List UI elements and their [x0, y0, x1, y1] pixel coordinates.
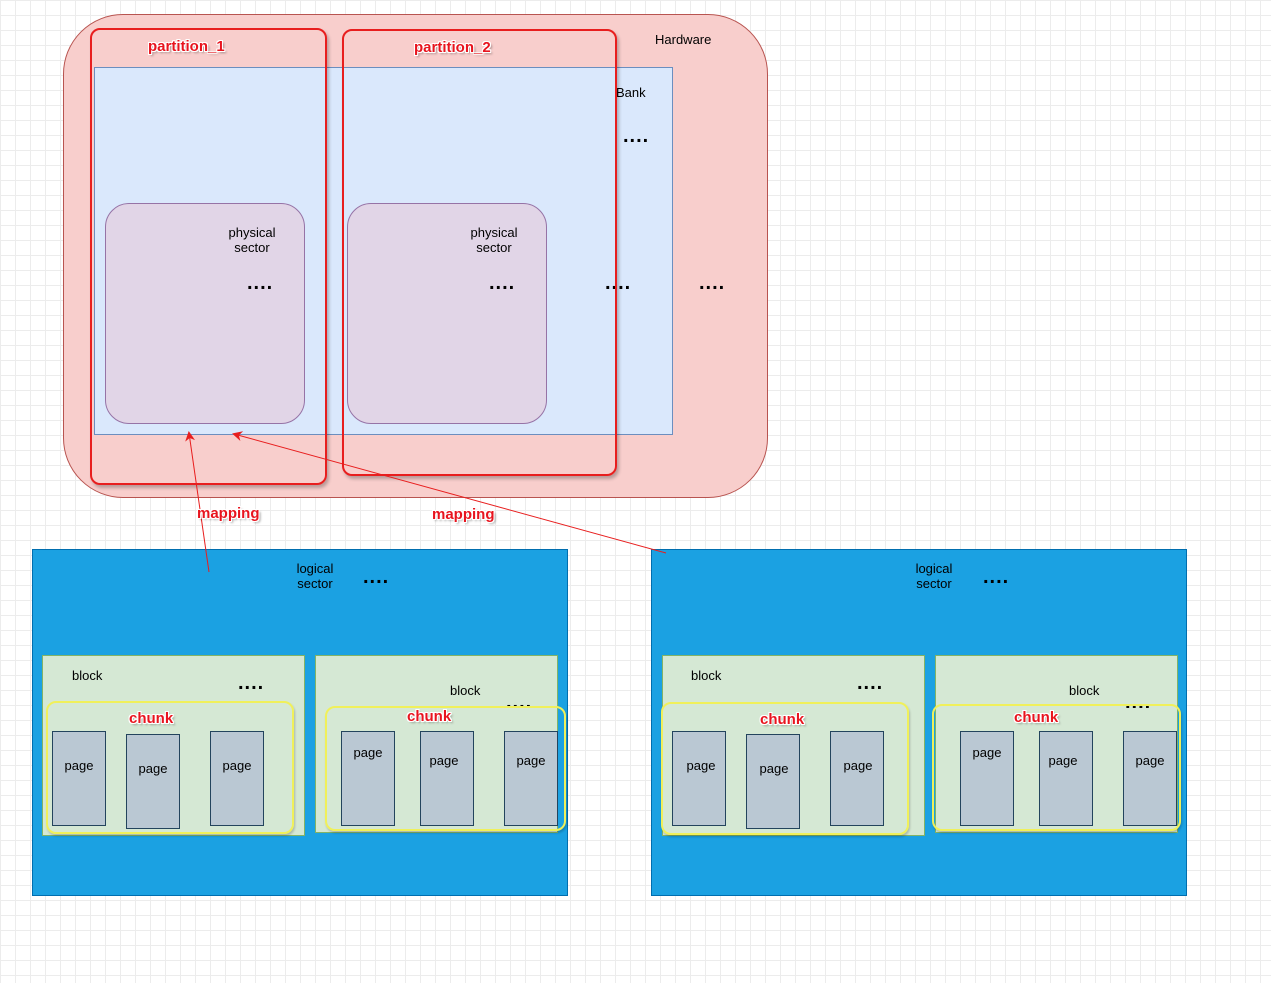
chunk-label: chunk [1014, 709, 1059, 726]
block-label: block [450, 683, 481, 698]
block-ellipsis: .... [857, 672, 884, 694]
page[interactable] [210, 731, 264, 826]
block-label: block [1069, 683, 1100, 698]
chunk-label: chunk [407, 708, 452, 725]
partition-2-frame[interactable] [342, 29, 617, 476]
mapping-label-1: mapping [197, 505, 260, 522]
mapping-label-2: mapping [432, 506, 495, 523]
logical-sector-2-label-line1: logical [915, 561, 953, 576]
page-label: page [516, 753, 546, 768]
logical-sector-2-label-line2: sector [916, 576, 952, 591]
page[interactable] [830, 731, 884, 826]
page[interactable] [126, 734, 180, 829]
chunk-frame[interactable] [661, 702, 909, 835]
block-label: block [691, 668, 722, 683]
mapping-arrow-1 [185, 431, 210, 573]
chunk-frame[interactable] [46, 701, 294, 834]
page-label: page [972, 745, 1002, 760]
physical-sector-2[interactable] [347, 203, 547, 424]
block-ellipsis: .... [238, 672, 265, 694]
page-label: page [353, 745, 383, 760]
physical-sector-1-label-line2: sector [234, 240, 270, 255]
page-label: page [222, 758, 252, 773]
physical-sector-1[interactable] [105, 203, 305, 424]
logical-sector-2-ellipsis: .... [983, 566, 1010, 588]
hardware-ellipsis: .... [699, 272, 726, 294]
partition-1-label: partition_1 [148, 38, 225, 55]
bank-label: Bank [616, 85, 646, 100]
chunk-frame[interactable] [932, 704, 1181, 831]
page[interactable] [1123, 731, 1177, 826]
logical-sector-1-ellipsis: .... [363, 566, 390, 588]
bank-ellipsis-top: .... [623, 125, 650, 147]
page-label: page [1135, 753, 1165, 768]
page[interactable] [52, 731, 106, 826]
partition-1-frame[interactable] [90, 28, 327, 485]
physical-sector-1-label-line1: physical [228, 225, 276, 240]
page[interactable] [504, 731, 558, 826]
page-label: page [686, 758, 716, 773]
chunk-frame[interactable] [325, 706, 566, 831]
page-label: page [64, 758, 94, 773]
page[interactable] [672, 731, 726, 826]
logical-sector-1-label-line2: sector [297, 576, 333, 591]
page[interactable] [1039, 731, 1093, 826]
page-label: page [138, 761, 168, 776]
page[interactable] [420, 731, 474, 826]
physical-sector-2-label-line1: physical [470, 225, 518, 240]
page[interactable] [960, 731, 1014, 826]
chunk-label: chunk [129, 710, 174, 727]
block-ellipsis: .... [1125, 691, 1152, 713]
mapping-arrow-2 [232, 431, 667, 554]
physical-sector-2-ellipsis: .... [489, 272, 516, 294]
hardware-label: Hardware [655, 32, 712, 47]
page[interactable] [746, 734, 800, 829]
page-label: page [843, 758, 873, 773]
partition-2-label: partition_2 [414, 39, 491, 56]
bank-ellipsis-mid: .... [605, 272, 632, 294]
physical-sector-2-label-line2: sector [476, 240, 512, 255]
block-label: block [72, 668, 103, 683]
chunk-label: chunk [760, 711, 805, 728]
logical-sector-1-label-line1: logical [296, 561, 334, 576]
physical-sector-1-ellipsis: .... [247, 272, 274, 294]
page-label: page [1048, 753, 1078, 768]
page-label: page [429, 753, 459, 768]
page-label: page [759, 761, 789, 776]
page[interactable] [341, 731, 395, 826]
